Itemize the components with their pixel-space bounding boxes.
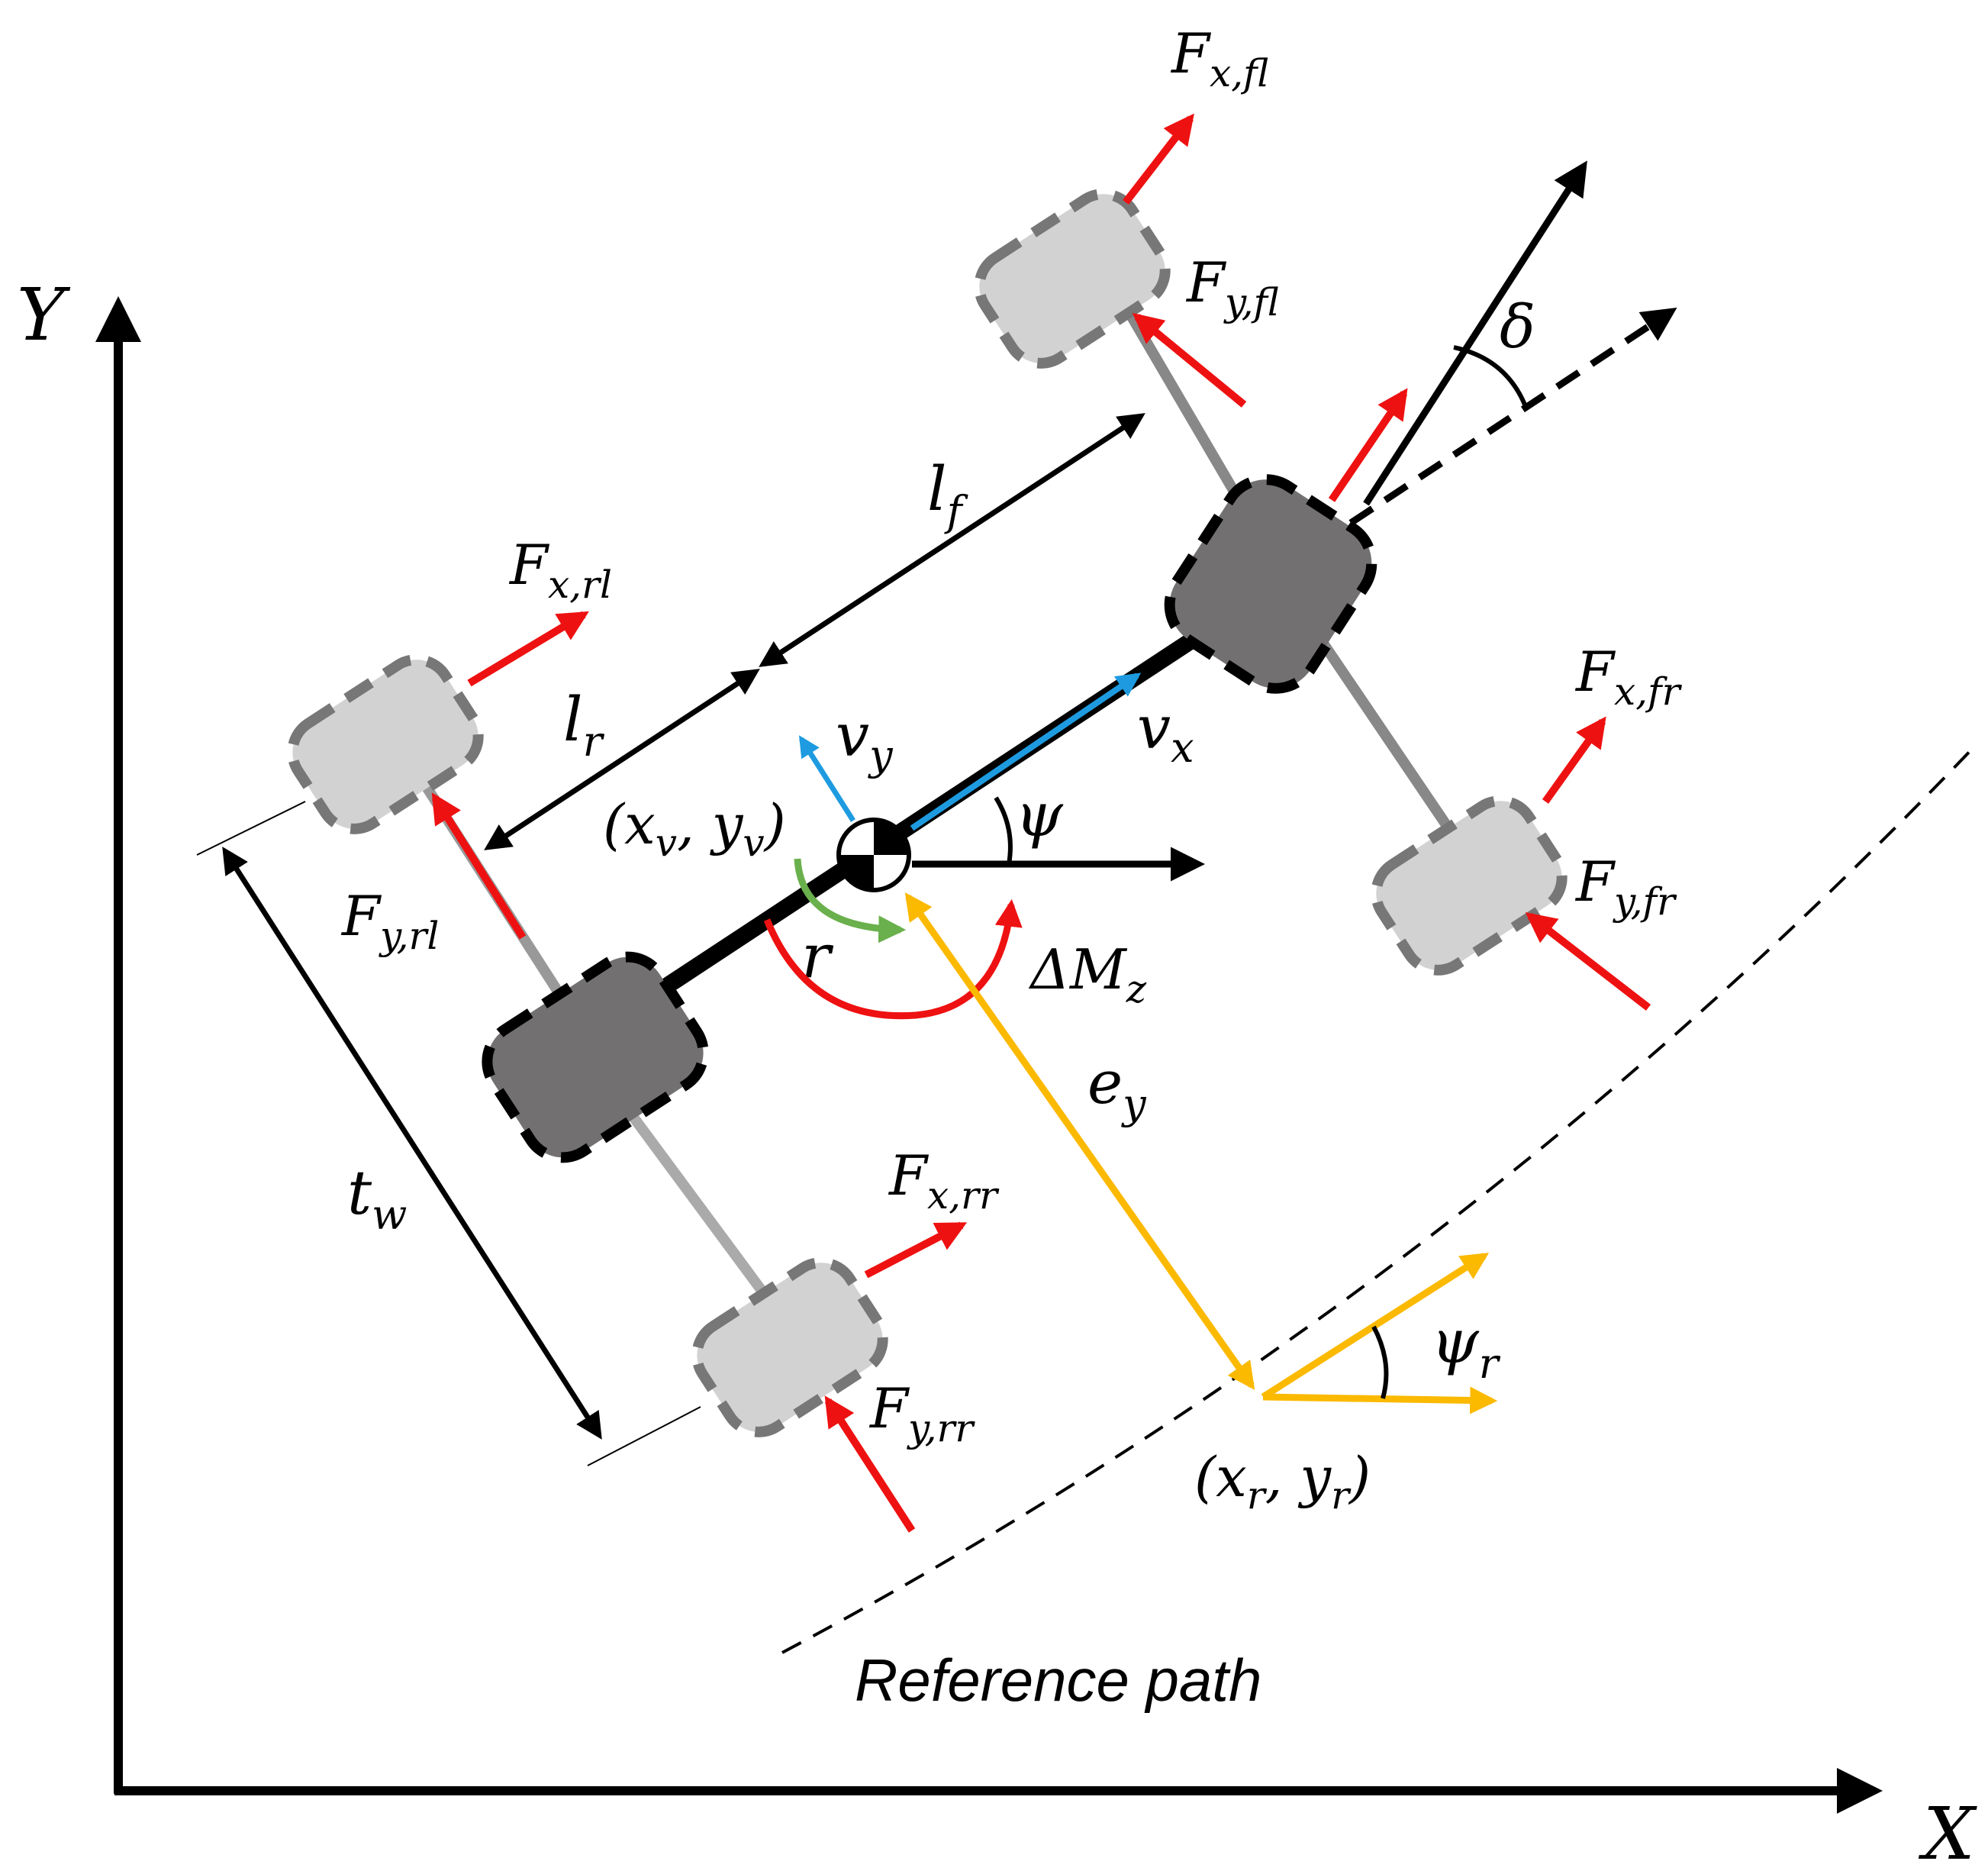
force-fy-fl-label: Fy,fl	[1185, 250, 1279, 324]
vx-arrow	[910, 673, 1142, 831]
force-fx-fr-arrow	[1542, 716, 1606, 804]
reference-heading-arrow	[1261, 1253, 1490, 1400]
vy-label: vy	[836, 702, 894, 779]
force-fy-fr-arrow	[1525, 912, 1651, 1011]
yaw-rate-arc	[794, 858, 907, 943]
x-axis-label: X	[1918, 1792, 1977, 1874]
force-fx-rl-label: Fx,rl	[508, 533, 612, 607]
center-of-gravity-icon	[836, 818, 911, 892]
reference-point-label: (xr, yr)	[1194, 1445, 1371, 1518]
dimension-lf: lf	[759, 413, 1145, 667]
yaw-angle-label: ψ	[1015, 779, 1064, 850]
reference-path-label: Reference path	[855, 1647, 1261, 1714]
force-fx-rr-label: Fx,rr	[888, 1143, 1000, 1218]
dimension-tw: tw	[196, 801, 701, 1466]
force-fy-rl-arrow	[431, 792, 527, 940]
force-fx-rr-arrow	[864, 1221, 968, 1279]
reference-heading-label: ψr	[1431, 1306, 1501, 1388]
world-axes: Y X	[17, 273, 1977, 1874]
wheel-rear-left	[287, 654, 484, 834]
force-fx-fl-label: Fx,fl	[1170, 21, 1268, 95]
rear-axle-right-link	[621, 1103, 772, 1301]
wheel-rear-right	[691, 1257, 888, 1437]
reference-path	[781, 743, 1978, 1654]
svg-text:tw: tw	[347, 1157, 407, 1239]
heading-extension	[1348, 308, 1677, 526]
force-fx-fl-arrow	[1123, 113, 1194, 205]
force-fy-fl-arrow	[1132, 312, 1247, 408]
force-front-drive-arrow	[1328, 388, 1408, 502]
reference-x-arrow	[1262, 1386, 1498, 1414]
force-fy-rr-label: Fy,rr	[868, 1376, 975, 1450]
force-fy-rl-label: Fy,rl	[340, 884, 439, 958]
force-fy-fr-label: Fy,fr	[1574, 850, 1677, 924]
dimension-lr: lr	[484, 669, 760, 850]
svg-text:lf: lf	[927, 453, 968, 535]
vy-arrow	[798, 735, 855, 822]
lateral-error-label: ey	[1087, 1049, 1147, 1128]
svg-text:lr: lr	[563, 684, 605, 766]
wheel-front-right	[1371, 795, 1568, 976]
reference-heading-arc	[1371, 1325, 1389, 1399]
force-fx-fr-label: Fx,fr	[1574, 640, 1683, 714]
lateral-error-arrow	[904, 892, 1255, 1390]
yaw-angle-arc	[994, 796, 1013, 865]
wheel-front-left	[974, 189, 1171, 369]
wheel-front-virtual	[1164, 474, 1377, 694]
force-fy-rr-arrow	[824, 1395, 916, 1533]
steer-angle-arc	[1453, 345, 1529, 410]
vx-label: vx	[1137, 694, 1194, 772]
steering-direction-arrow	[1363, 160, 1587, 506]
cg-coordinate-label: (xv, yv)	[603, 792, 786, 865]
steer-angle-label: δ	[1500, 293, 1535, 362]
yaw-moment-label: ΔMz	[1028, 937, 1147, 1011]
y-axis-label: Y	[17, 273, 71, 357]
force-fx-rl-arrow	[467, 611, 589, 687]
